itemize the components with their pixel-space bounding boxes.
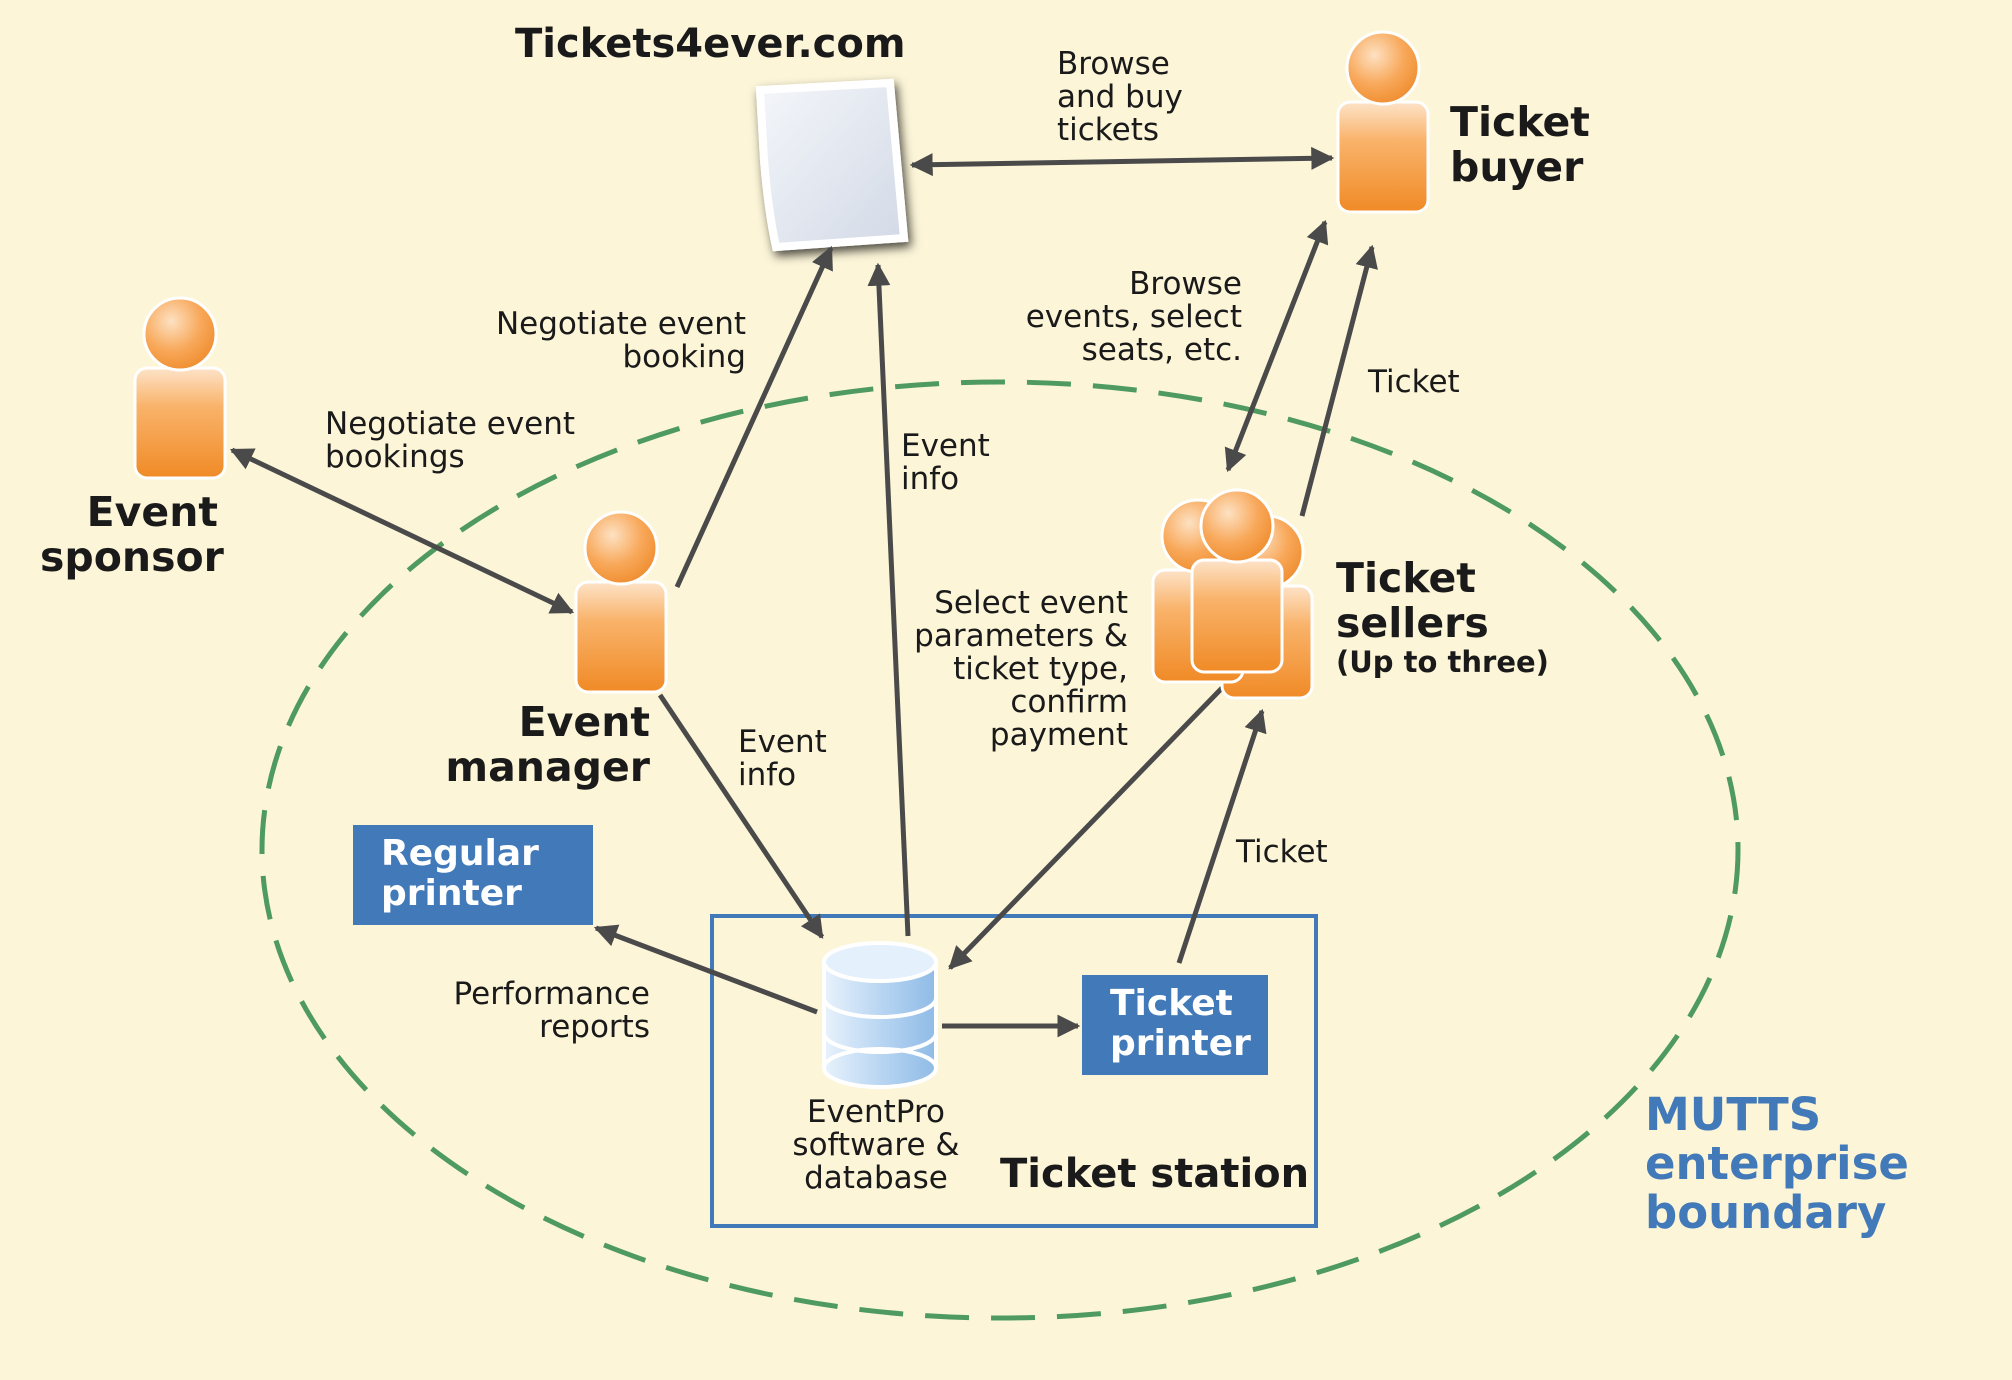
edge-label-negotiate-bookings: Negotiate event bookings (325, 406, 576, 475)
document-icon (755, 78, 909, 252)
edge-printer-sellers (1176, 708, 1267, 964)
event-sponsor-label: Event sponsor (40, 488, 224, 581)
website-label: Tickets4ever.com (515, 21, 906, 67)
edge-label-event-info-web: Event info (901, 428, 990, 497)
edge-db-website (867, 262, 911, 937)
edge-label-performance-reports: Performance reports (453, 976, 650, 1045)
regular-printer-box: Regular printer (353, 825, 593, 925)
edge-label-browse-buy: Browse and buy tickets (1057, 46, 1183, 148)
person-icon (574, 510, 668, 694)
database-icon (822, 941, 938, 1089)
edge-db-regular-printer (593, 924, 818, 1015)
database-label: EventPro software & database (792, 1094, 960, 1196)
edge-website-buyer (909, 146, 1335, 177)
edge-manager-db (657, 693, 825, 939)
edge-label-select-params: Select event parameters & ticket type, c… (914, 585, 1128, 753)
ticket-station-box (710, 914, 1318, 1228)
ticket-station-label: Ticket station (1000, 1151, 1310, 1197)
event-manager-label: Event manager (445, 698, 650, 791)
edge-label-ticket-to-seller: Ticket (1236, 834, 1328, 870)
edge-label-event-info-db: Event info (738, 724, 827, 793)
ticket-buyer-label: Ticket buyer (1450, 98, 1590, 191)
person-icon (1336, 30, 1430, 214)
people-group-icon (1151, 488, 1314, 700)
enterprise-boundary-label: MUTTS enterprise boundary (1645, 1088, 1909, 1239)
edge-sellers-buyer-ticket (1299, 244, 1378, 517)
edge-label-ticket-to-buyer: Ticket (1368, 364, 1460, 400)
edge-sponsor-manager (229, 447, 575, 615)
edge-label-negotiate-booking: Negotiate event booking (495, 306, 746, 375)
edge-sellers-db (948, 686, 1224, 970)
edge-label-browse-events: Browse events, select seats, etc. (1025, 266, 1242, 368)
ticket-sellers-label: Ticket sellers (Up to three) (1336, 554, 1549, 679)
edge-manager-website (674, 245, 834, 589)
edge-sellers-buyer-browse (1224, 219, 1329, 473)
person-icon (133, 296, 227, 480)
ticket-printer-box: Ticket printer (1082, 975, 1268, 1075)
enterprise-boundary-ellipse (259, 379, 1741, 1321)
